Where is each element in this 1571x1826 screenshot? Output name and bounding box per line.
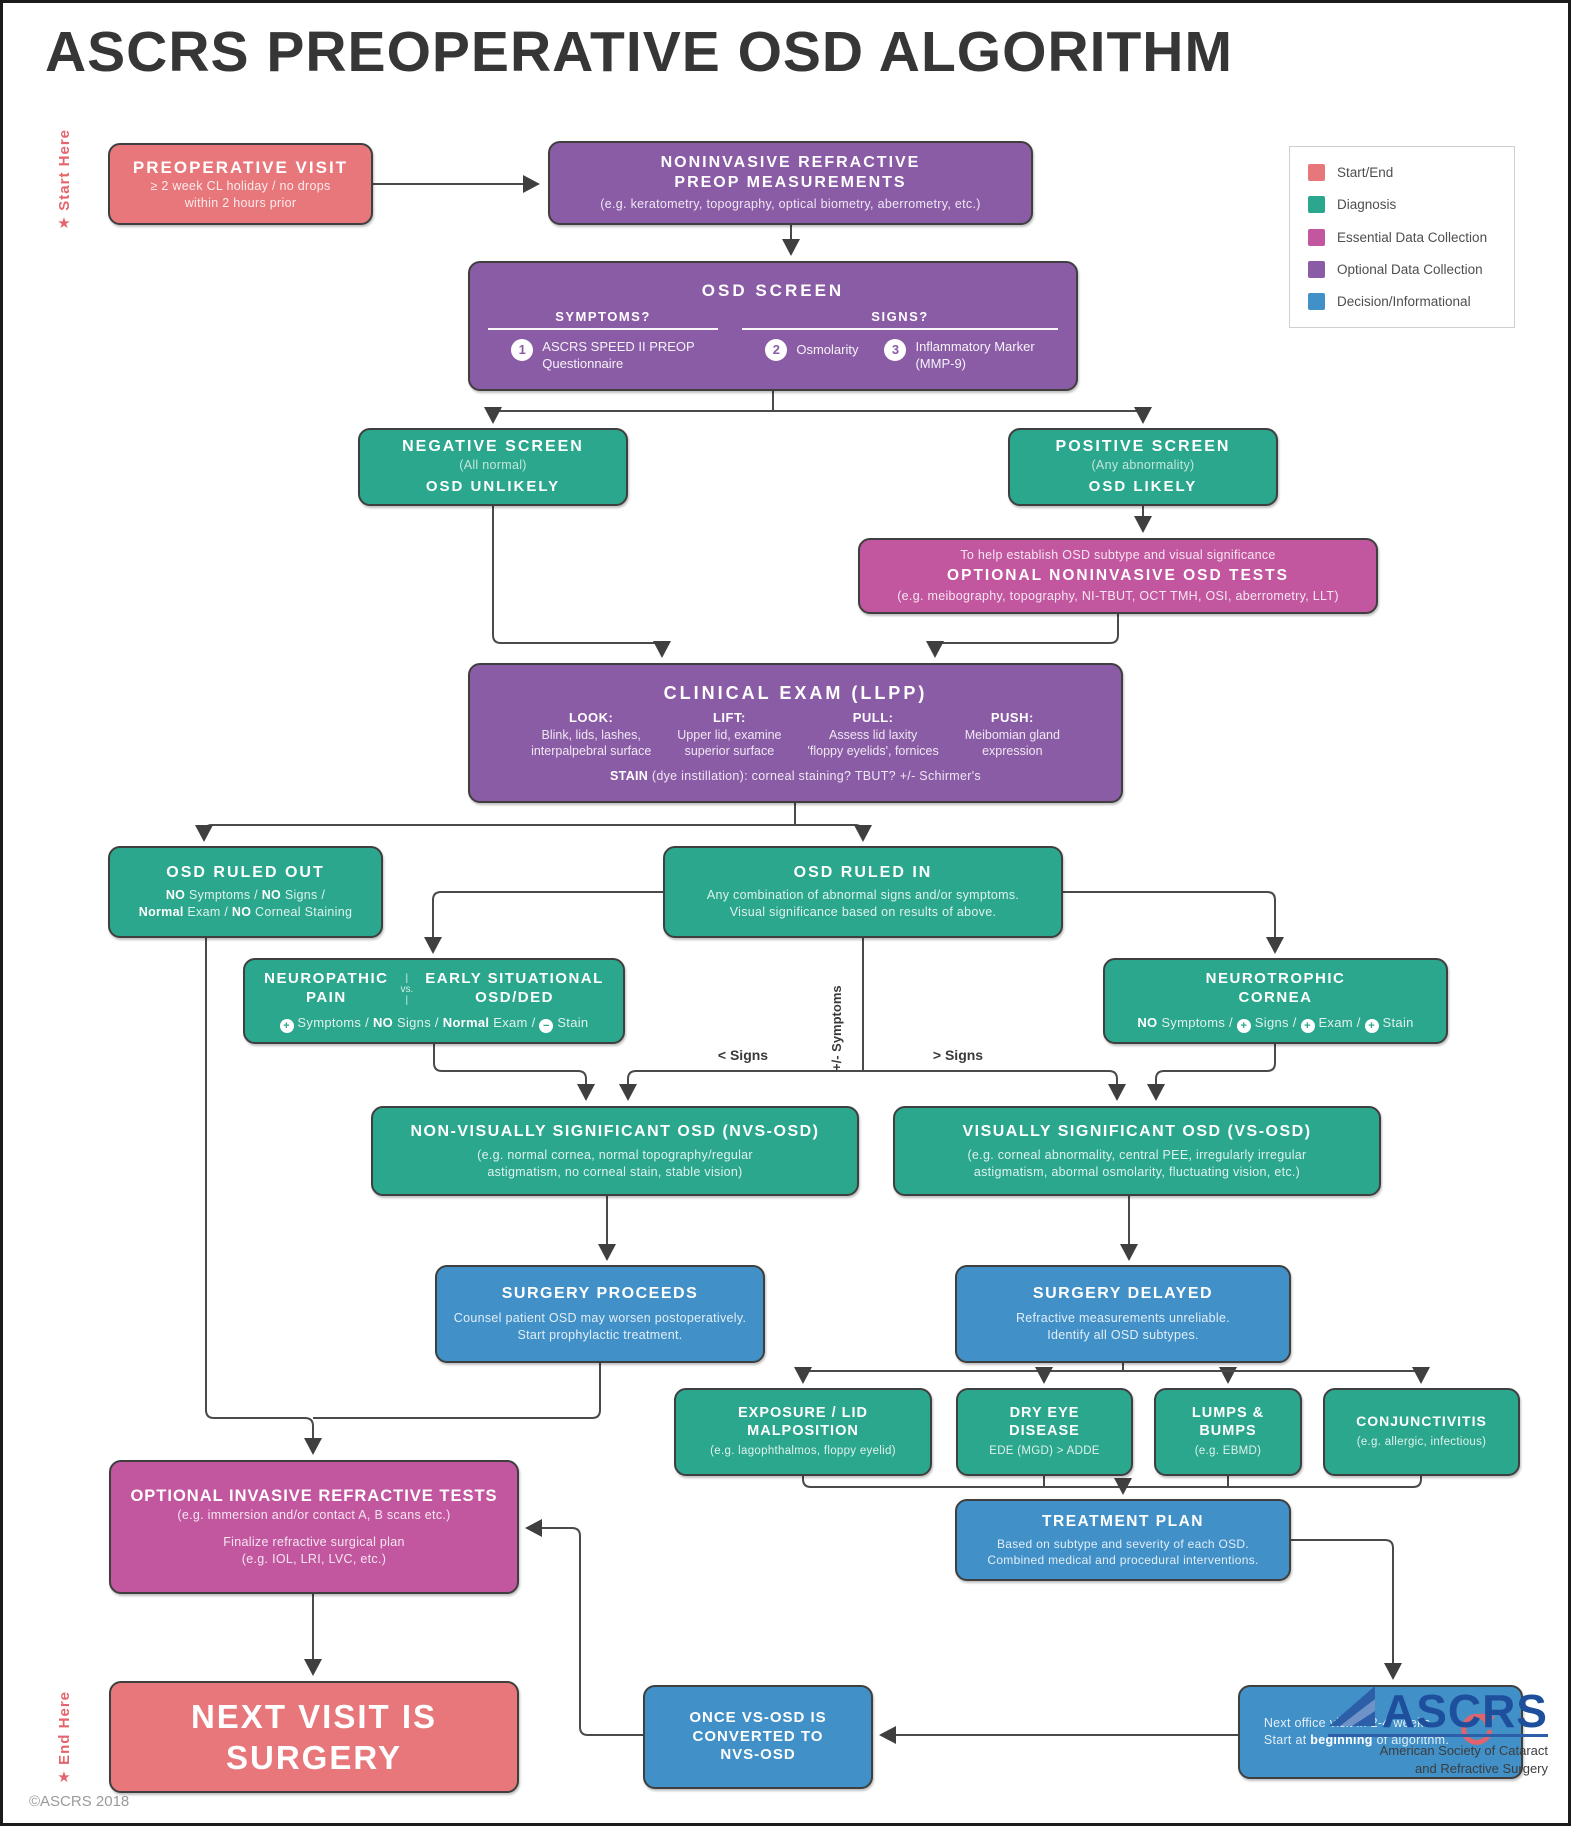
- node-exposure-lid-malposition: EXPOSURE / LID MALPOSITION (e.g. lagopht…: [674, 1388, 932, 1476]
- restart-loop-icon: [1457, 1710, 1497, 1755]
- node-optional-invasive-refractive-tests: OPTIONAL INVASIVE REFRACTIVE TESTS (e.g.…: [109, 1460, 519, 1594]
- plus-circle-icon: +: [1236, 1019, 1251, 1034]
- push-column: PUSH: Meibomian gland expression: [964, 710, 1060, 759]
- screen-item-2: 2 Osmolarity: [765, 339, 858, 372]
- node-neuropathic-vs-early-situational: NEUROPATHIC PAIN | vs. | EARLY SITUATION…: [243, 958, 625, 1044]
- stain-line: STAIN (dye instillation): corneal staini…: [610, 768, 981, 783]
- flow-connectors: [195, 175, 1430, 1744]
- legend-swatch-essential: [1308, 228, 1325, 246]
- ascrs-logo: ASCRS American Society of Cataract and R…: [1298, 1685, 1548, 1778]
- node-negative-screen: NEGATIVE SCREEN (All normal) OSD UNLIKEL…: [358, 428, 628, 506]
- symptoms-underline: [488, 328, 718, 331]
- node-once-vs-osd-converted: ONCE VS-OSD IS CONVERTED TO NVS-OSD: [643, 1685, 873, 1789]
- end-here-label: End Here: [55, 1691, 73, 1765]
- node-osd-screen: OSD SCREEN SYMPTOMS? 1 ASCRS SPEED II PR…: [468, 261, 1078, 391]
- symptoms-column: SYMPTOMS? 1 ASCRS SPEED II PREOP Questio…: [488, 309, 718, 372]
- number-2-icon: 2: [765, 339, 788, 362]
- node-surgery-delayed: SURGERY DELAYED Refractive measurements …: [955, 1265, 1291, 1363]
- node-next-office-visit: Next office visit in 2-4 weeks. Start at…: [1238, 1685, 1523, 1779]
- node-clinical-exam: CLINICAL EXAM (LLPP) LOOK: Blink, lids, …: [468, 663, 1123, 803]
- end-here-marker: End Here ★: [53, 1691, 75, 1786]
- plus-circle-icon: +: [1300, 1019, 1315, 1034]
- ascrs-logo-text: ASCRS: [1381, 1684, 1548, 1737]
- node-vs-osd: VISUALLY SIGNIFICANT OSD (VS-OSD) (e.g. …: [893, 1106, 1381, 1196]
- node-optional-noninvasive-osd-tests: To help establish OSD subtype and visual…: [858, 538, 1378, 614]
- legend-item-decision: Decision/Informational: [1308, 293, 1496, 310]
- plus-circle-icon: +: [279, 1019, 294, 1034]
- node-osd-ruled-out: OSD RULED OUT NO Symptoms / NO Signs / N…: [108, 846, 383, 938]
- edge-label-pm-symptoms: +/- Symptoms: [829, 985, 844, 1071]
- start-here-marker: Start Here ★: [53, 129, 75, 232]
- number-1-icon: 1: [511, 339, 534, 362]
- legend-item-diagnosis: Diagnosis: [1308, 196, 1496, 214]
- legend-item-essential: Essential Data Collection: [1308, 228, 1496, 246]
- star-icon: ★: [57, 214, 71, 232]
- number-3-icon: 3: [884, 339, 907, 362]
- ascrs-org-name: American Society of Cataract and Refract…: [1379, 1743, 1548, 1777]
- vs-divider: | vs. |: [400, 972, 414, 1006]
- signs-column: SIGNS? 2 Osmolarity 3 Inflammatory Marke…: [742, 309, 1058, 372]
- node-osd-ruled-in: OSD RULED IN Any combination of abnormal…: [663, 846, 1063, 938]
- plus-circle-icon: +: [1364, 1019, 1379, 1034]
- edge-label-more-signs: > Signs: [932, 1047, 984, 1063]
- node-treatment-plan: TREATMENT PLAN Based on subtype and seve…: [955, 1499, 1291, 1581]
- screen-item-1: 1 ASCRS SPEED II PREOP Questionnaire: [511, 339, 695, 372]
- clinical-exam-columns: LOOK: Blink, lids, lashes, interpalpebra…: [531, 710, 1060, 759]
- star-icon: ★: [57, 1768, 71, 1786]
- osd-screen-columns: SYMPTOMS? 1 ASCRS SPEED II PREOP Questio…: [488, 309, 1058, 372]
- legend-swatch-optional: [1308, 260, 1325, 278]
- minus-circle-icon: −: [539, 1019, 554, 1034]
- start-here-label: Start Here: [55, 129, 73, 211]
- look-column: LOOK: Blink, lids, lashes, interpalpebra…: [531, 710, 652, 759]
- node-preoperative-visit: PREOPERATIVE VISIT ≥ 2 week CL holiday /…: [108, 143, 373, 225]
- page-title: ASCRS PREOPERATIVE OSD ALGORITHM: [45, 20, 1233, 84]
- legend-swatch-diagnosis: [1308, 196, 1325, 214]
- screen-item-3: 3 Inflammatory Marker (MMP-9): [884, 339, 1035, 372]
- legend: Start/End Diagnosis Essential Data Colle…: [1289, 146, 1515, 328]
- ascrs-triangle-icon: [1328, 1685, 1376, 1732]
- node-surgery-proceeds: SURGERY PROCEEDS Counsel patient OSD may…: [435, 1265, 765, 1363]
- legend-item-optional: Optional Data Collection: [1308, 260, 1496, 278]
- edge-label-less-signs: < Signs: [717, 1047, 769, 1063]
- node-nvs-osd: NON-VISUALLY SIGNIFICANT OSD (NVS-OSD) (…: [371, 1106, 859, 1196]
- legend-swatch-start-end: [1308, 164, 1325, 181]
- lift-column: LIFT: Upper lid, examine superior surfac…: [677, 710, 782, 759]
- copyright-text: ©ASCRS 2018: [29, 1793, 130, 1810]
- node-dry-eye-disease: DRY EYE DISEASE EDE (MGD) > ADDE: [956, 1388, 1133, 1476]
- signs-underline: [742, 328, 1058, 331]
- legend-swatch-decision: [1308, 293, 1325, 310]
- node-conjunctivitis: CONJUNCTIVITIS (e.g. allergic, infectiou…: [1323, 1388, 1520, 1476]
- node-positive-screen: POSITIVE SCREEN (Any abnormality) OSD LI…: [1008, 428, 1278, 506]
- node-neurotrophic-cornea: NEUROTROPHIC CORNEA NO Symptoms / + Sign…: [1103, 958, 1448, 1044]
- pull-column: PULL: Assess lid laxity 'floppy eyelids'…: [807, 710, 939, 759]
- legend-item-start-end: Start/End: [1308, 164, 1496, 181]
- node-next-visit-is-surgery: NEXT VISIT IS SURGERY: [109, 1681, 519, 1793]
- node-noninvasive-refractive-preop: NONINVASIVE REFRACTIVE PREOP MEASUREMENT…: [548, 141, 1033, 225]
- node-lumps-and-bumps: LUMPS & BUMPS (e.g. EBMD): [1154, 1388, 1302, 1476]
